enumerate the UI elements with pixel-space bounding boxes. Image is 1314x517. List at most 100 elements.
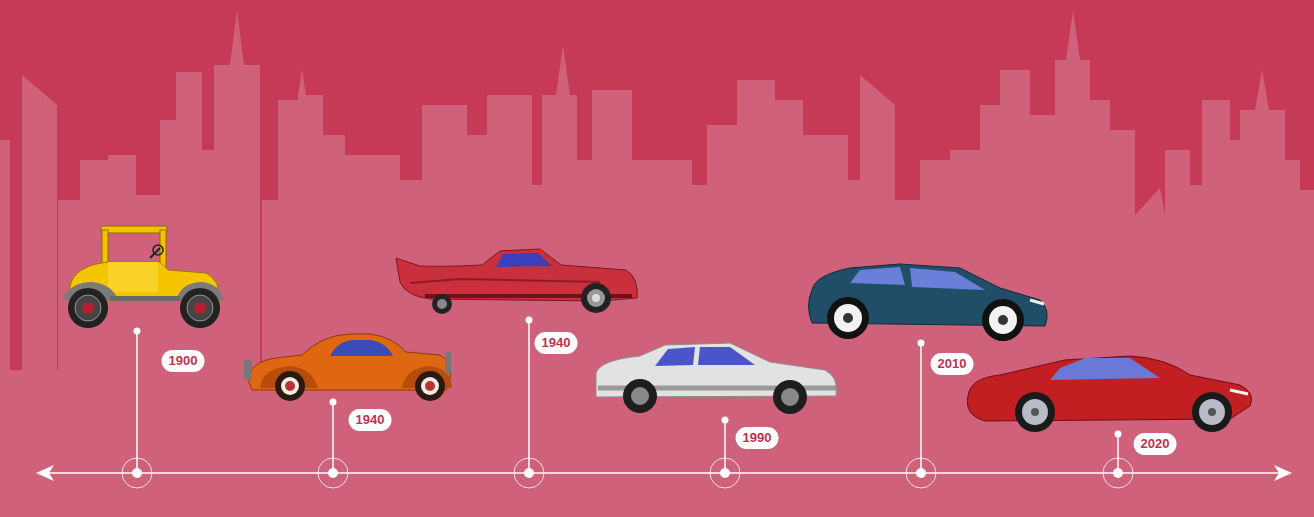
vintage-car (153, 245, 163, 255)
finned-car (592, 294, 600, 302)
timeline-markers (724, 420, 726, 473)
year-badge: 2020 (1134, 433, 1177, 455)
city-skyline (542, 95, 577, 517)
city-skyline (632, 160, 652, 517)
vintage-car (82, 302, 94, 314)
year-label: 1900 (169, 353, 198, 369)
timeline-markers (122, 458, 152, 488)
crossover-car (827, 297, 869, 339)
concept-car (1050, 358, 1160, 380)
timeline-markers (330, 399, 337, 406)
city-skyline (895, 200, 920, 517)
city-skyline (0, 140, 10, 517)
city-skyline (108, 155, 136, 517)
sedan-car (623, 379, 657, 413)
city-skyline (1135, 188, 1165, 215)
city-skyline (1165, 150, 1190, 517)
timeline-axis (36, 465, 54, 481)
city-skyline (202, 150, 214, 517)
sedan-car (698, 347, 755, 365)
timeline-markers (916, 468, 926, 478)
year-badge: 1940 (349, 409, 392, 431)
city-skyline (467, 135, 487, 517)
finned-car (410, 279, 600, 283)
concept-car (1199, 399, 1225, 425)
city-skyline (1066, 10, 1080, 60)
crossover-car (843, 313, 853, 323)
vintage-car (62, 226, 224, 328)
coupe-car (285, 381, 295, 391)
timeline-markers (1117, 434, 1119, 473)
vintage-car (187, 295, 213, 321)
timeline-markers (514, 458, 544, 488)
city-skyline (422, 105, 467, 517)
timeline-markers (136, 331, 138, 473)
vintage-car (180, 288, 220, 328)
crossover-car (1030, 300, 1044, 304)
city-skyline (80, 160, 110, 517)
vintage-car (75, 295, 101, 321)
city-skyline (1090, 100, 1110, 517)
city-skyline (556, 45, 570, 95)
crossover-car (998, 315, 1008, 325)
timeline-markers (722, 417, 729, 424)
vintage-car (101, 226, 167, 233)
timeline-markers (332, 402, 334, 473)
finned-car (581, 283, 611, 313)
concept-car (1230, 390, 1248, 394)
timeline-markers (710, 458, 740, 488)
concept-car (1022, 399, 1048, 425)
year-label: 2020 (1141, 436, 1170, 452)
year-label: 1940 (356, 412, 385, 428)
timeline-axis (1274, 465, 1292, 481)
timeline-markers (328, 468, 338, 478)
city-skyline (0, 10, 1314, 517)
timeline-markers (918, 340, 925, 347)
crossover-car (989, 306, 1017, 334)
finned-car (396, 249, 637, 314)
coupe-car (425, 381, 435, 391)
coupe-car (281, 377, 299, 395)
city-skyline (848, 180, 860, 517)
city-skyline (1055, 60, 1090, 517)
crossover-car (850, 267, 905, 285)
city-skyline (298, 70, 306, 95)
city-skyline (298, 95, 323, 517)
sedan-car (596, 343, 837, 414)
city-skyline (652, 160, 692, 517)
timeline-markers (524, 468, 534, 478)
year-badge: 1940 (535, 332, 578, 354)
crossover-car (982, 299, 1024, 341)
city-skyline (1240, 110, 1285, 517)
concept-car (967, 356, 1251, 421)
timeline-markers (318, 458, 348, 488)
crossover-car (809, 264, 1048, 341)
timeline-markers (1115, 431, 1122, 438)
year-badge: 2010 (931, 353, 974, 375)
city-skyline (577, 160, 592, 517)
sedan-car (655, 347, 695, 366)
timeline-markers (528, 320, 530, 473)
city-skyline (737, 80, 775, 517)
timeline-markers (1113, 468, 1123, 478)
city-skyline (950, 150, 980, 517)
timeline-markers (920, 343, 922, 473)
concept-car (1192, 392, 1232, 432)
city-skyline (1285, 160, 1300, 517)
year-label: 1990 (743, 430, 772, 446)
city-skyline (1255, 70, 1269, 110)
year-badge: 1900 (162, 350, 205, 372)
city-skyline (160, 120, 176, 517)
vintage-car (110, 296, 180, 301)
timeline-markers (1103, 458, 1133, 488)
timeline-markers (132, 468, 142, 478)
city-skyline (1190, 185, 1202, 517)
crossover-car (834, 304, 862, 332)
timeline-markers (526, 317, 533, 324)
finned-car (432, 294, 452, 314)
concept-car (1208, 408, 1216, 416)
coupe-car (330, 340, 393, 356)
